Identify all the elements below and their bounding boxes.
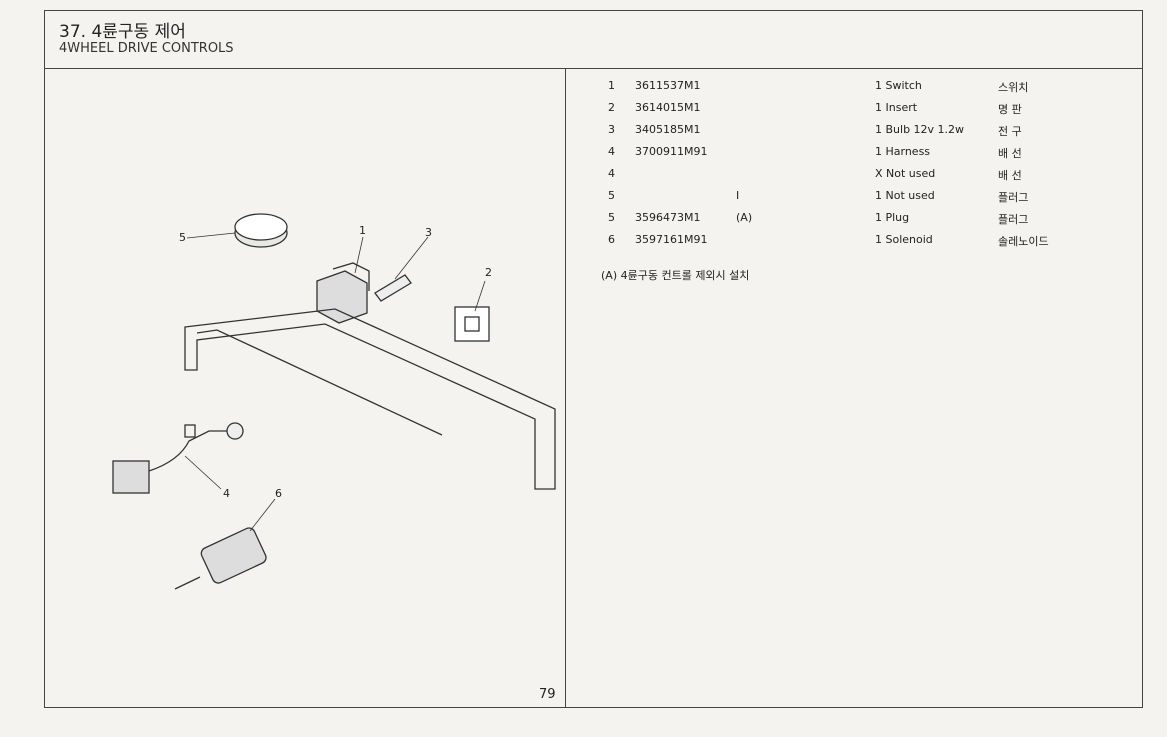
callout-3: 3 <box>425 226 432 239</box>
plug-drawing <box>234 213 288 248</box>
callout-4: 4 <box>223 487 230 500</box>
harness-drawing <box>112 422 244 494</box>
page-frame: 37. 4륜구동 제어 4WHEEL DRIVE CONTROLS 5 1 3 … <box>44 10 1143 708</box>
insert-drawing <box>454 306 490 342</box>
callout-6: 6 <box>275 487 282 500</box>
column-divider <box>565 69 566 707</box>
callout-2: 2 <box>485 266 492 279</box>
bracket-drawing <box>184 308 556 490</box>
bulb-drawing <box>374 274 412 302</box>
callout-5: 5 <box>179 231 186 244</box>
exploded-diagram <box>112 213 556 590</box>
title-korean: 37. 4륜구동 제어 <box>59 22 186 42</box>
title-english: 4WHEEL DRIVE CONTROLS <box>59 41 234 56</box>
footnote: (A) 4륜구동 컨트롤 제외시 설치 <box>601 269 750 282</box>
callout-1: 1 <box>359 224 366 237</box>
switch-drawing <box>316 262 370 324</box>
solenoid-drawing <box>174 527 267 590</box>
page-header: 37. 4륜구동 제어 4WHEEL DRIVE CONTROLS <box>45 11 1142 69</box>
page-number: 79 <box>539 687 556 702</box>
